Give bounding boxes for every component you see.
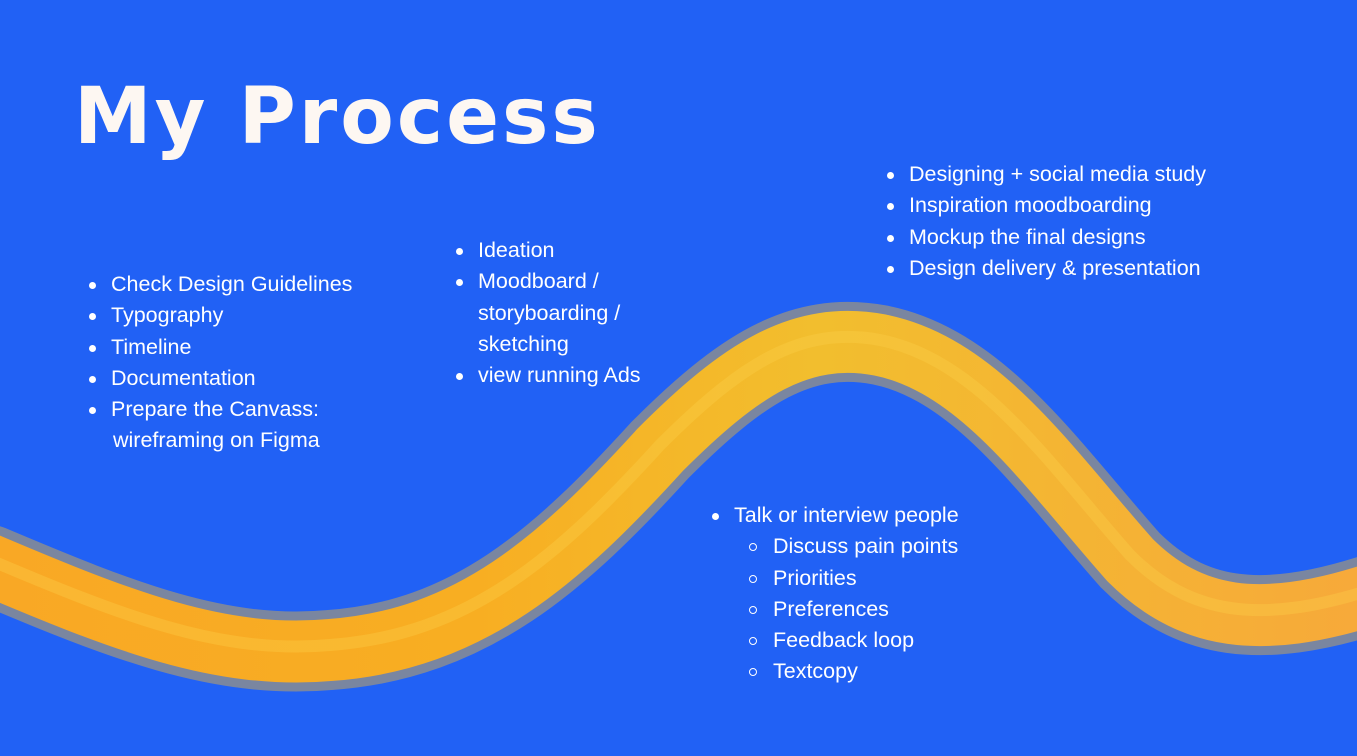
phase4-list: Talk or interview people Discuss pain po… (709, 500, 959, 688)
list-item: Inspiration moodboarding (884, 190, 1206, 221)
list-item: Check Design Guidelines (86, 269, 352, 300)
sub-list-item: Preferences (709, 594, 959, 625)
list-item-continuation: storyboarding / (478, 300, 621, 325)
list-item: view running Ads (453, 360, 641, 391)
phase3-list: Designing + social media study Inspirati… (884, 159, 1206, 284)
list-item-continuation: sketching (478, 331, 569, 356)
list-item: Designing + social media study (884, 159, 1206, 190)
list-item: Moodboard / (453, 266, 641, 297)
list-item-continuation: wireframing on Figma (113, 428, 320, 453)
sub-list-item: Feedback loop (709, 625, 959, 656)
phase1-list: Check Design Guidelines Typography Timel… (86, 269, 352, 457)
list-item: Typography (86, 300, 352, 331)
list-item: Timeline (86, 332, 352, 363)
sub-list-item: Textcopy (709, 656, 959, 687)
sub-list-item: Priorities (709, 563, 959, 594)
sub-list-item: Discuss pain points (709, 531, 959, 562)
list-item: Talk or interview people (709, 500, 959, 531)
list-item: Ideation (453, 235, 641, 266)
phase2-list: Ideation Moodboard / storyboarding / ske… (453, 235, 641, 391)
list-item: Design delivery & presentation (884, 253, 1206, 284)
list-item: Prepare the Canvass: (86, 394, 352, 425)
page-title: My Process (74, 72, 601, 162)
list-item: Documentation (86, 363, 352, 394)
list-item: Mockup the final designs (884, 222, 1206, 253)
